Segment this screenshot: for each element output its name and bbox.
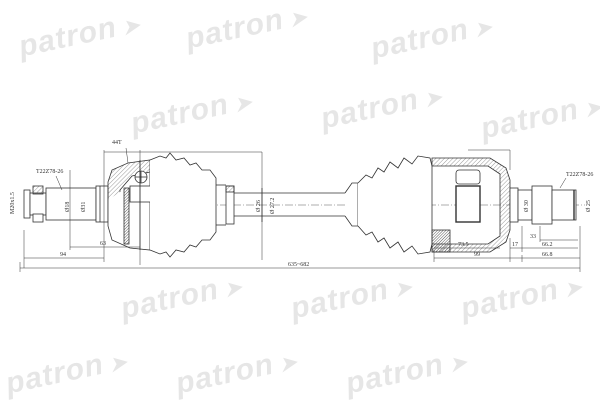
- outer-cv-joint: [23, 152, 235, 258]
- label-outer-spline: T22Z78-26: [36, 169, 64, 175]
- label-dim-66-2: 66.2: [542, 242, 553, 248]
- label-diam-seal: Ø31: [81, 201, 87, 212]
- label-shaft-diam-1: Ø 26: [256, 200, 262, 212]
- label-thread: M20x1.5: [10, 192, 16, 214]
- label-dim-66-8: 66.8: [542, 252, 553, 258]
- label-shaft-diam-2: Ø 27.2: [270, 197, 276, 214]
- label-dim-17: 17: [512, 242, 518, 248]
- label-inner-diam-end: Ø 25: [586, 200, 592, 212]
- label-inner-diam-shaft: Ø 30: [524, 200, 530, 212]
- label-inner-spline: T22Z78-26: [566, 172, 594, 178]
- label-dim-63: 63: [100, 241, 106, 247]
- inner-tripod-joint: [344, 155, 577, 255]
- label-dim-33: 33: [530, 234, 536, 240]
- label-overall-length: 635~682: [288, 262, 310, 268]
- label-abs-teeth: 44T: [112, 140, 122, 146]
- label-dim-94: 94: [60, 252, 66, 258]
- label-dim-99: 99: [474, 252, 480, 258]
- label-diam-small: Ø18: [65, 201, 71, 212]
- label-dim-73-5: 73.5: [458, 242, 469, 248]
- dimension-lines: [19, 147, 581, 272]
